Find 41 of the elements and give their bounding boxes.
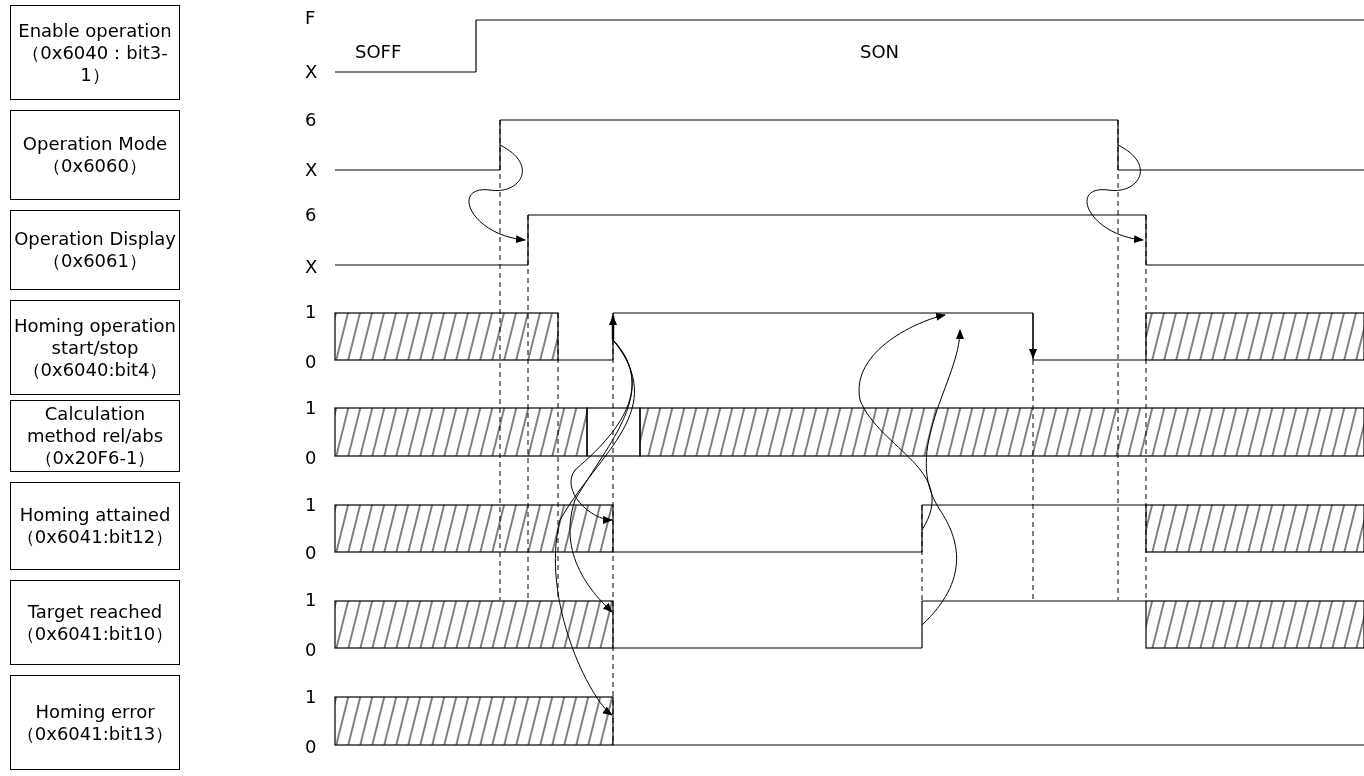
level-label: 6	[305, 110, 317, 130]
signal-name: Enable operation	[18, 19, 172, 42]
level-label: 0	[305, 543, 317, 563]
level-label: 0	[305, 352, 317, 372]
state-label: SOFF	[355, 42, 402, 62]
signal-label-box	[10, 5, 180, 100]
state-label: SON	[860, 42, 900, 62]
register-address: （0x6041:bit10）	[16, 622, 174, 645]
level-label: 0	[305, 448, 317, 468]
signal-name: Homing attained	[19, 504, 171, 526]
signal-label-box	[10, 210, 180, 290]
signal-name: Homing error	[35, 700, 155, 723]
register-address: （0x6060）	[43, 155, 147, 177]
level-label: 1	[305, 590, 317, 610]
signal-label-box	[10, 482, 180, 570]
level-label: X	[305, 160, 318, 180]
register-address: （0x6041:bit12）	[16, 526, 174, 548]
register-address: （0x6040:bit4）	[22, 358, 168, 381]
signal-label-box	[10, 300, 180, 395]
level-label: 0	[305, 737, 317, 757]
level-label: 6	[305, 205, 317, 225]
signal-label-box	[10, 400, 180, 472]
level-label: X	[305, 62, 318, 82]
register-address: （0x6041:bit13）	[16, 722, 174, 745]
signal-name: Target reached	[27, 600, 163, 623]
register-address: （0x6061）	[43, 250, 147, 272]
signal-label-box	[10, 110, 180, 200]
signal-name: Operation Mode	[22, 133, 168, 155]
signal-name: Operation Display	[14, 228, 176, 250]
signal-name: Calculation method rel/abs（0x20F6-1）	[25, 403, 165, 469]
signal-label-box	[10, 675, 180, 770]
signal-label-box	[10, 580, 180, 665]
level-label: 1	[305, 302, 317, 322]
level-label: 1	[305, 398, 317, 418]
level-label: 1	[305, 495, 317, 515]
register-address: （0x6040：bit3-1）	[21, 41, 169, 86]
level-label: F	[305, 8, 316, 28]
level-label: 0	[305, 640, 317, 660]
level-label: 1	[305, 687, 317, 707]
level-label: X	[305, 257, 318, 277]
signal-name: Homing operation start/stop	[12, 314, 178, 359]
